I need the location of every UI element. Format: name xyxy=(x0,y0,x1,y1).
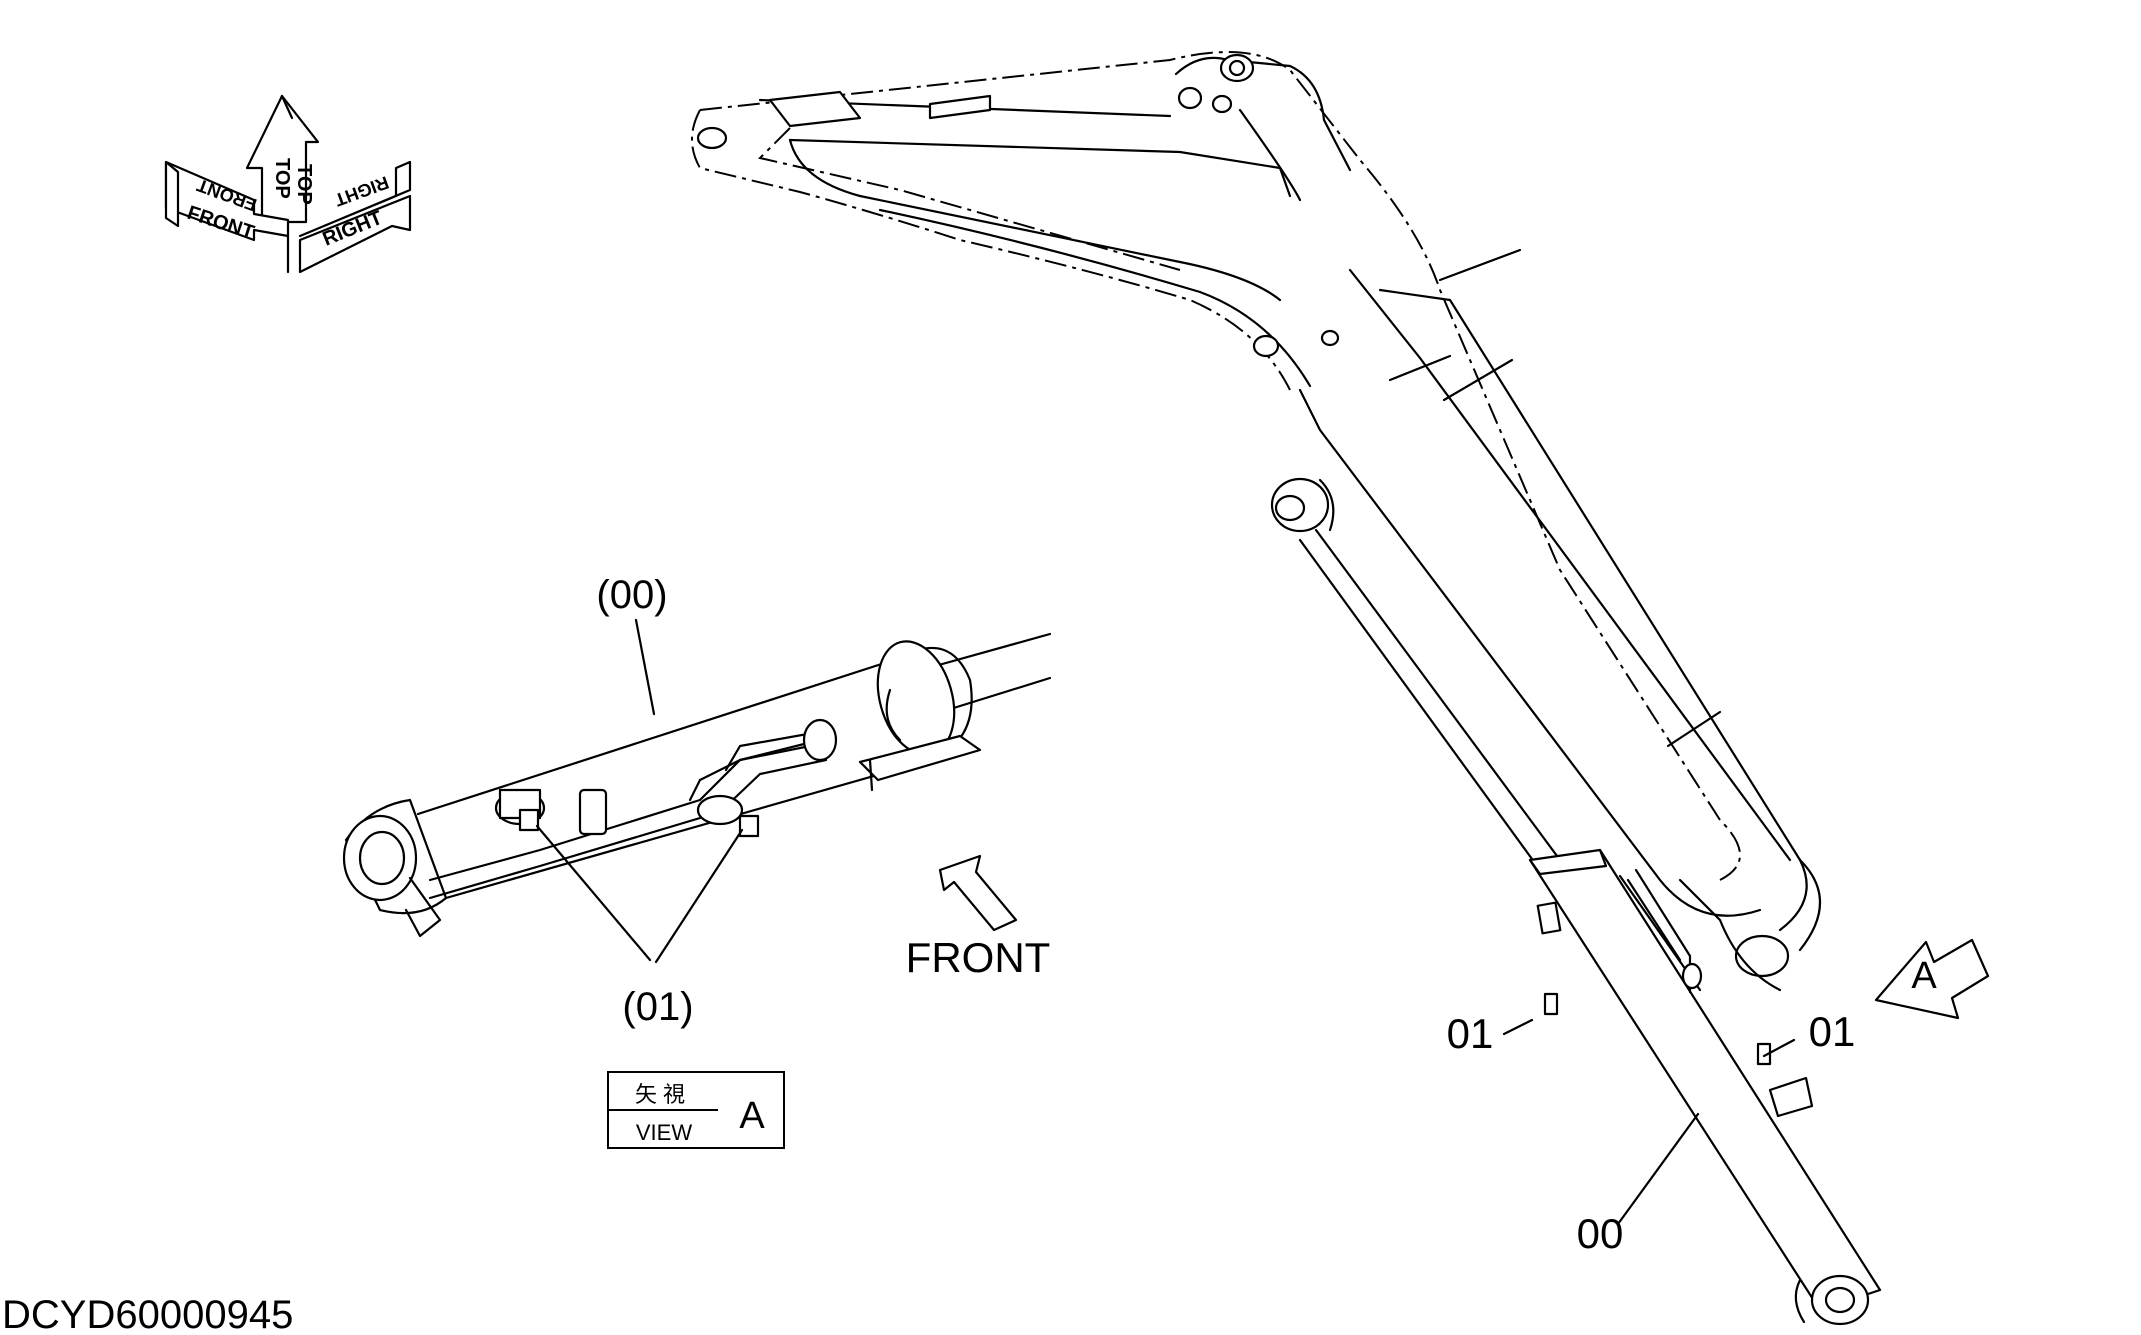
front-direction-label: FRONT xyxy=(906,934,1051,981)
cylinder-callout-detail: (00) xyxy=(596,573,667,617)
view-a-label-box: 矢 視 VIEW A xyxy=(607,1071,785,1149)
boom-arm xyxy=(691,51,1821,992)
fitting-callout-detail: (01) xyxy=(622,985,693,1029)
fitting-callout-main-left: 01 xyxy=(1447,1010,1494,1057)
view-a-arrow-letter: A xyxy=(1911,955,1937,997)
view-label-japanese: 矢 視 xyxy=(635,1082,685,1107)
drawing-id: DCYD60000945 xyxy=(2,1293,293,1335)
fitting-callout-main-right: 01 xyxy=(1809,1008,1856,1055)
cylinder-callout-main: 00 xyxy=(1577,1210,1624,1257)
orientation-top-label-lower: TOP xyxy=(293,164,315,205)
front-direction-arrow: FRONT xyxy=(906,854,1051,981)
view-a-arrow: A xyxy=(1874,938,1990,1020)
view-label-english: VIEW xyxy=(636,1120,692,1145)
orientation-indicator: TOP TOP FRONT FRONT RIGHT RIGHT xyxy=(164,94,412,274)
hydraulic-cylinder-main xyxy=(1270,477,1882,1326)
view-label-letter: A xyxy=(739,1095,765,1137)
cylinder-detail-view xyxy=(342,632,1052,938)
orientation-top-label-upper: TOP xyxy=(271,158,293,199)
orientation-right-label-upper: RIGHT xyxy=(332,172,391,210)
